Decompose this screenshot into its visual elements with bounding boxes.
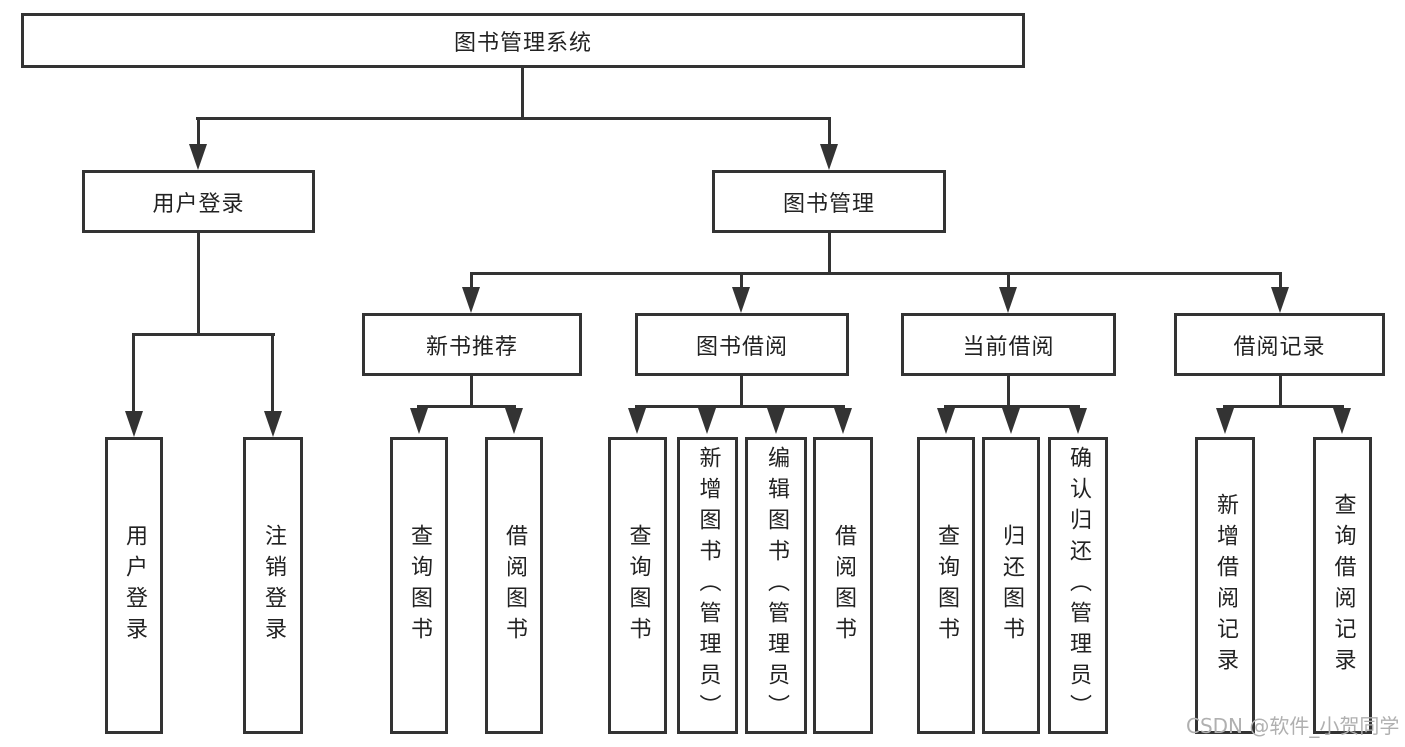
node-library-system: 图书管理系统 [21,13,1025,68]
connector-line [1279,376,1282,407]
arrow-down-icon [1069,408,1087,434]
csdn-watermark: CSDN @软件_小贺同学 [1186,714,1400,738]
arrow-down-icon [628,408,646,434]
connector-line [521,68,524,120]
leaf-add-books-admin-label: 新增图书（管理员） [695,446,721,725]
connector-line [1223,405,1344,408]
leaf-return-books: 归还图书 [982,437,1040,734]
leaf-add-borrow-record: 新增借阅记录 [1195,437,1255,734]
node-user-login: 用户登录 [82,170,315,233]
node-borrowing-records: 借阅记录 [1174,313,1385,376]
connector-line [740,272,743,290]
node-library-system-label: 图书管理系统 [453,30,592,56]
leaf-query-books-borrowing: 查询图书 [608,437,667,734]
leaf-borrow-books-label: 借阅图书 [831,523,856,648]
connector-line [740,376,743,407]
leaf-confirm-return-admin-label: 确认归还（管理员） [1066,446,1091,725]
connector-line [828,117,831,147]
leaf-edit-books-admin: 编辑图书（管理员） [745,437,807,734]
node-book-management-label: 图书管理 [782,191,875,217]
node-user-login-label: 用户登录 [152,191,245,217]
arrow-down-icon [767,408,785,434]
arrow-down-icon [462,287,480,313]
connector-line [828,233,831,275]
connector-line [944,405,1080,408]
connector-line [197,117,200,147]
leaf-return-books-label: 归还图书 [999,523,1024,648]
node-book-borrowing-label: 图书借阅 [695,334,788,360]
arrow-down-icon [937,408,955,434]
leaf-user-login: 用户登录 [105,437,163,734]
leaf-user-login-label: 用户登录 [122,523,147,648]
leaf-logout: 注销登录 [243,437,303,734]
arrow-down-icon [820,144,838,170]
leaf-add-borrow-record-label: 新增借阅记录 [1213,492,1238,679]
arrow-down-icon [505,408,523,434]
connector-line [1007,376,1010,407]
connector-line [132,333,275,336]
leaf-edit-books-admin-label: 编辑图书（管理员） [764,446,789,725]
arrow-down-icon [1002,408,1020,434]
arrow-down-icon [410,408,428,434]
node-current-borrowing: 当前借阅 [901,313,1116,376]
node-borrowing-records-label: 借阅记录 [1233,334,1326,360]
arrow-down-icon [732,287,750,313]
arrow-down-icon [189,144,207,170]
connector-line [417,405,516,408]
leaf-borrow-books-recommend: 借阅图书 [485,437,543,734]
connector-line [470,272,473,290]
node-current-borrowing-label: 当前借阅 [962,334,1055,360]
node-new-book-recommend: 新书推荐 [362,313,582,376]
leaf-query-books-borrowing-label: 查询图书 [625,523,651,648]
arrow-down-icon [125,411,143,437]
leaf-add-books-admin: 新增图书（管理员） [677,437,738,734]
arrow-down-icon [1333,408,1351,434]
connector-line [132,333,135,413]
leaf-logout-label: 注销登录 [261,523,286,648]
connector-line [470,272,1282,275]
arrow-down-icon [698,408,716,434]
leaf-borrow-books: 借阅图书 [813,437,873,734]
arrow-down-icon [264,411,282,437]
node-new-book-recommend-label: 新书推荐 [425,334,518,360]
leaf-query-borrow-record: 查询借阅记录 [1313,437,1372,734]
arrow-down-icon [999,287,1017,313]
connector-line [197,233,200,335]
leaf-query-borrow-record-label: 查询借阅记录 [1330,492,1356,679]
arrow-down-icon [1216,408,1234,434]
leaf-query-books-current-label: 查询图书 [934,523,959,648]
leaf-borrow-books-recommend-label: 借阅图书 [502,523,527,648]
leaf-query-books-recommend: 查询图书 [390,437,448,734]
arrow-down-icon [1271,287,1289,313]
connector-line [1279,272,1282,290]
connector-line [470,376,473,407]
leaf-confirm-return-admin: 确认归还（管理员） [1048,437,1108,734]
node-book-management: 图书管理 [712,170,946,233]
node-book-borrowing: 图书借阅 [635,313,849,376]
leaf-query-books-recommend-label: 查询图书 [407,523,432,648]
connector-line [1007,272,1010,290]
arrow-down-icon [834,408,852,434]
connector-line [635,405,845,408]
leaf-query-books-current: 查询图书 [917,437,975,734]
connector-line [196,117,831,120]
connector-line [271,333,274,413]
